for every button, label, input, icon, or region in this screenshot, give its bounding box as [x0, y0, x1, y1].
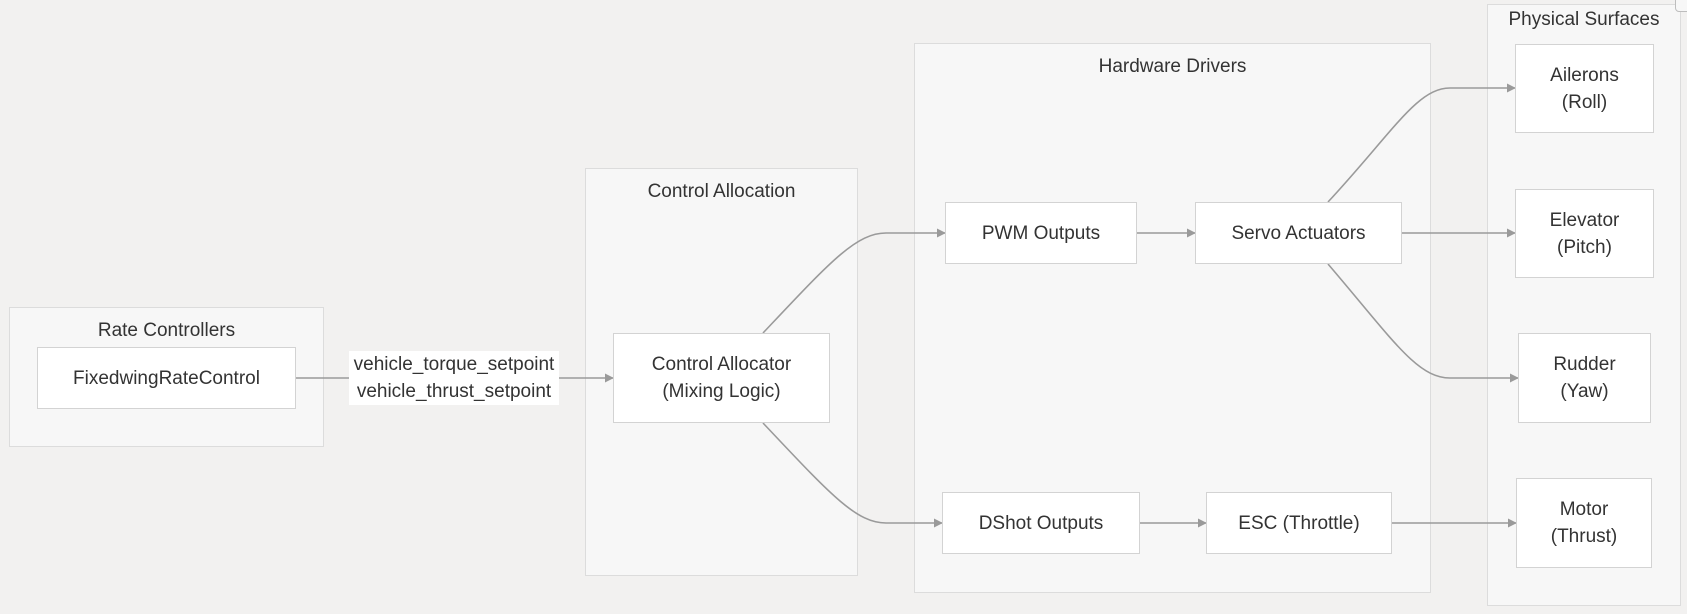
- node-motor-title: Motor: [1559, 499, 1609, 520]
- node-motor-subtitle: (Thrust): [1550, 526, 1618, 547]
- node-elevator-subtitle: (Pitch): [1557, 236, 1612, 258]
- edge-allocator-to-pwm: [762, 228, 946, 334]
- node-pwm-outputs[interactable]: PWM Outputs: [945, 202, 1137, 264]
- group-title-hardware-drivers: Hardware Drivers: [1098, 56, 1247, 77]
- node-elevator[interactable]: Elevator (Pitch): [1515, 189, 1654, 278]
- corner-marker: [1675, 0, 1687, 12]
- group-title-physical-surfaces: Physical Surfaces: [1508, 9, 1660, 30]
- edge-label-torque-setpoint: vehicle_torque_setpoint: [349, 351, 559, 378]
- node-servo-actuators-label: Servo Actuators: [1231, 222, 1366, 244]
- edge-servo-to-rudder: [1327, 263, 1519, 383]
- node-fixedwing-rate-control-label: FixedwingRateControl: [73, 367, 260, 389]
- node-rudder-subtitle: (Yaw): [1560, 381, 1609, 402]
- node-control-allocator-title: Control Allocator: [651, 354, 792, 375]
- group-title-control-allocation: Control Allocation: [647, 181, 796, 202]
- node-esc-throttle[interactable]: ESC (Throttle): [1206, 492, 1392, 554]
- node-rudder-title: Rudder: [1553, 354, 1616, 375]
- node-elevator-title: Elevator: [1549, 209, 1620, 231]
- node-control-allocator-subtitle: (Mixing Logic): [662, 381, 781, 402]
- node-dshot-outputs-label: DShot Outputs: [978, 512, 1104, 534]
- node-rudder[interactable]: Rudder (Yaw): [1518, 333, 1651, 423]
- node-dshot-outputs[interactable]: DShot Outputs: [942, 492, 1140, 554]
- group-title-rate-controllers: Rate Controllers: [97, 320, 236, 341]
- node-ailerons[interactable]: Ailerons (Roll): [1515, 44, 1654, 133]
- edge-label-thrust-setpoint: vehicle_thrust_setpoint: [349, 378, 559, 405]
- edge-label-setpoints: vehicle_torque_setpoint vehicle_thrust_s…: [349, 351, 559, 405]
- node-control-allocator[interactable]: Control Allocator (Mixing Logic): [613, 333, 830, 423]
- node-ailerons-title: Ailerons: [1550, 64, 1619, 86]
- node-fixedwing-rate-control[interactable]: FixedwingRateControl: [37, 347, 296, 409]
- edge-servo-to-ailerons: [1327, 83, 1516, 203]
- edge-allocator-to-dshot: [762, 422, 943, 528]
- node-motor[interactable]: Motor (Thrust): [1516, 478, 1652, 568]
- node-ailerons-subtitle: (Roll): [1561, 91, 1608, 113]
- node-pwm-outputs-label: PWM Outputs: [981, 222, 1101, 244]
- node-servo-actuators[interactable]: Servo Actuators: [1195, 202, 1402, 264]
- node-esc-throttle-label: ESC (Throttle): [1238, 512, 1360, 534]
